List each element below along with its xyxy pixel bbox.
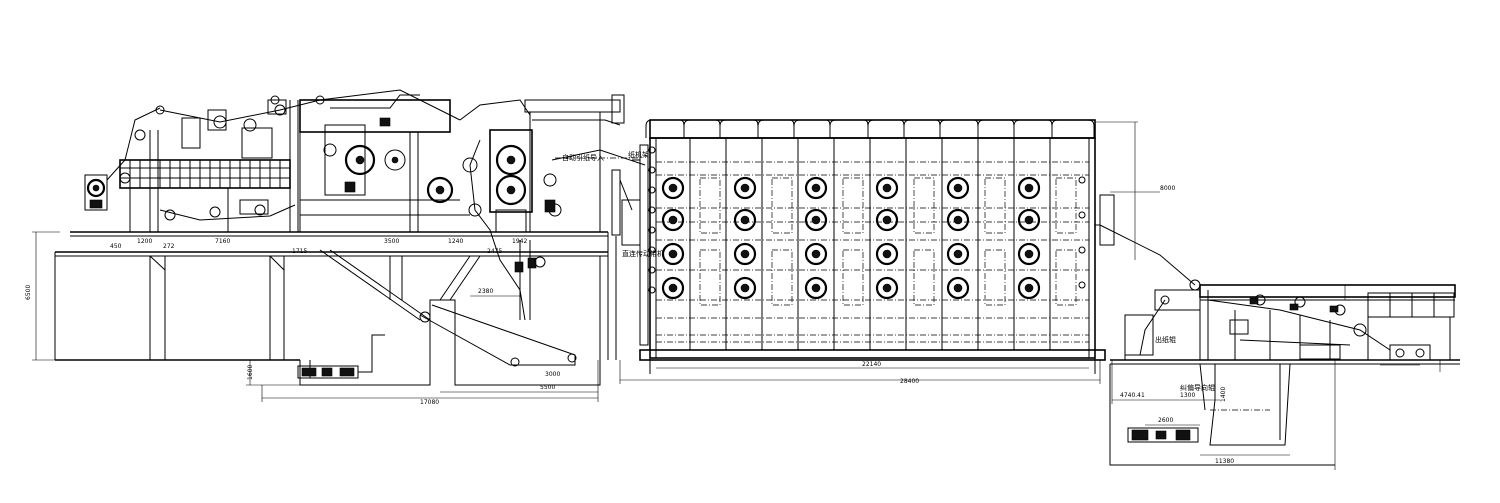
cylinder-journal — [1024, 249, 1034, 259]
cylinder-journal — [953, 249, 963, 259]
dryer-cylinder — [946, 242, 970, 266]
dryer-cylinder — [733, 276, 757, 300]
cylinder-journal — [668, 249, 678, 259]
dryer-cylinder — [1017, 176, 1041, 200]
cylinder-journal — [668, 215, 678, 225]
dryer-cylinder — [875, 176, 899, 200]
dim-17080: 17080 — [420, 399, 439, 406]
dryer-cylinder — [946, 176, 970, 200]
dim-22140: 22140 — [862, 361, 881, 368]
guide-roll — [1078, 176, 1086, 184]
dryer-cylinder — [804, 208, 828, 232]
cylinder-journal — [1024, 215, 1034, 225]
dim-1400: 1400 — [1220, 387, 1227, 402]
guide-roll — [648, 246, 656, 254]
guide-roll — [648, 226, 656, 234]
guide-roll — [1078, 246, 1086, 254]
dim-7160: 7160 — [215, 238, 230, 245]
cylinder-journal — [1024, 183, 1034, 193]
cylinder-journal — [811, 215, 821, 225]
cylinder-journal — [882, 249, 892, 259]
dim-2380: 2380 — [478, 288, 493, 295]
label-guide-roll: 纠偏导向辊 — [1180, 383, 1215, 392]
guide-roll — [1078, 211, 1086, 219]
dryer-cylinder — [804, 276, 828, 300]
dim-8000: 8000 — [1160, 185, 1175, 192]
cylinder-journal — [1024, 283, 1034, 293]
dim-1200: 1200 — [137, 238, 152, 245]
right-section — [1099, 224, 1460, 470]
cylinder-journal — [740, 283, 750, 293]
dryer-cylinder — [661, 176, 685, 200]
cylinder-journal — [668, 283, 678, 293]
dryer-cylinder — [875, 208, 899, 232]
dryer-cylinder — [946, 208, 970, 232]
dryer-cylinder — [661, 276, 685, 300]
dim-2600: 2600 — [1158, 417, 1173, 424]
dryer-hood — [619, 119, 1160, 384]
guide-roll — [648, 166, 656, 174]
dim-3500: 3500 — [384, 238, 399, 245]
dryer-cylinder — [733, 176, 757, 200]
cylinder-journal — [953, 183, 963, 193]
dimension-labels: 450 1200 272 7160 1715 3500 1240 2475 19… — [25, 185, 1234, 465]
guide-roll — [648, 286, 656, 294]
dryer-cylinder — [661, 242, 685, 266]
dryer-cylinder — [804, 176, 828, 200]
cylinder-journal — [882, 183, 892, 193]
dim-1600: 1600 — [247, 365, 254, 380]
guide-roll — [648, 266, 656, 274]
dryer-cylinders — [648, 146, 1086, 300]
dim-6500: 6500 — [25, 285, 32, 300]
dim-11380: 11380 — [1215, 458, 1234, 465]
label-frame: 纸机架 — [628, 150, 649, 159]
label-auto-lead-in: 自动引纸导入 — [562, 153, 604, 162]
label-drive-belt: 直连传动带机 — [622, 249, 664, 258]
left-machine-frame — [70, 89, 646, 321]
dim-28400: 28400 — [900, 378, 919, 385]
cylinder-journal — [668, 183, 678, 193]
dryer-cylinder — [875, 242, 899, 266]
dryer-cylinder — [1017, 242, 1041, 266]
dim-1715: 1715 — [292, 248, 307, 255]
dryer-cylinder — [1017, 276, 1041, 300]
equipment-labels: 自动引纸导入 纸机架 直连传动带机 出纸辊 纠偏导向辊 — [562, 150, 1215, 392]
cylinder-journal — [882, 215, 892, 225]
dim-1240: 1240 — [448, 238, 463, 245]
cylinder-journal — [953, 283, 963, 293]
dim-1942: 1942 — [512, 238, 527, 245]
cylinder-journal — [882, 283, 892, 293]
dim-272: 272 — [163, 243, 175, 250]
guide-roll — [648, 186, 656, 194]
guide-roll — [648, 206, 656, 214]
dryer-cylinder — [804, 242, 828, 266]
label-paper-out-roll: 出纸辊 — [1155, 335, 1176, 344]
dim-5500: 5500 — [540, 384, 555, 391]
cylinder-journal — [811, 183, 821, 193]
dim-4740: 4740.41 — [1120, 392, 1145, 399]
dryer-cylinder — [733, 208, 757, 232]
cylinder-journal — [811, 283, 821, 293]
dryer-cylinder — [946, 276, 970, 300]
cylinder-journal — [953, 215, 963, 225]
dim-450: 450 — [110, 243, 122, 250]
dryer-cylinder — [875, 276, 899, 300]
left-foundation — [32, 231, 608, 402]
edge-guide-stand — [607, 169, 641, 360]
dryer-cylinder — [661, 208, 685, 232]
cylinder-journal — [811, 249, 821, 259]
cylinder-journal — [740, 249, 750, 259]
dim-2475: 2475 — [487, 248, 502, 255]
dryer-cylinder — [1017, 208, 1041, 232]
dim-3000: 3000 — [545, 371, 560, 378]
dryer-cylinder — [733, 242, 757, 266]
dim-1300: 1300 — [1180, 392, 1195, 399]
guide-roll — [648, 146, 656, 154]
cylinder-journal — [740, 183, 750, 193]
guide-roll — [1078, 281, 1086, 289]
cylinder-journal — [740, 215, 750, 225]
